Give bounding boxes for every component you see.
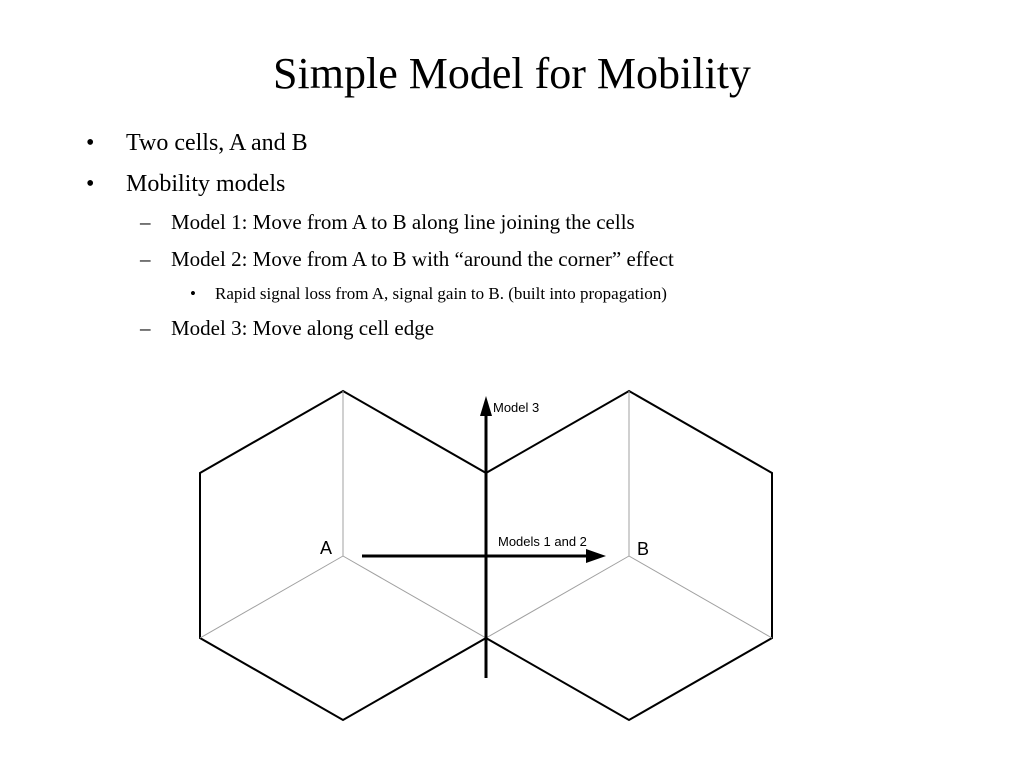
cell-a-label: A — [320, 538, 332, 558]
sub-sub-bullet-text: Rapid signal loss from A, signal gain to… — [215, 284, 667, 303]
sub-bullet-text: Model 1: Move from A to B along line joi… — [171, 210, 635, 234]
cell-b-label: B — [637, 539, 649, 559]
model-3-arrowhead — [480, 396, 492, 416]
dash-marker: – — [140, 210, 151, 234]
models-1-2-label: Models 1 and 2 — [498, 534, 587, 549]
models-1-2-arrowhead — [586, 549, 606, 563]
slide-title: Simple Model for Mobility — [273, 49, 751, 98]
bullet-list: • Two cells, A and B • Mobility models –… — [0, 0, 1024, 360]
bullet-marker: • — [86, 130, 95, 156]
cell-b-sector-lines — [485, 391, 773, 639]
dash-marker: – — [140, 316, 151, 340]
model-3-label: Model 3 — [493, 400, 539, 415]
bullet-marker: • — [190, 284, 196, 303]
bullet-marker: • — [86, 171, 95, 197]
dash-marker: – — [140, 247, 151, 271]
bullet-text: Mobility models — [126, 171, 286, 197]
sub-bullet-text: Model 3: Move along cell edge — [171, 316, 435, 340]
bullet-text: Two cells, A and B — [126, 130, 308, 156]
sub-bullet-text: Model 2: Move from A to B with “around t… — [171, 247, 674, 271]
cell-a-sector-lines — [199, 391, 487, 639]
